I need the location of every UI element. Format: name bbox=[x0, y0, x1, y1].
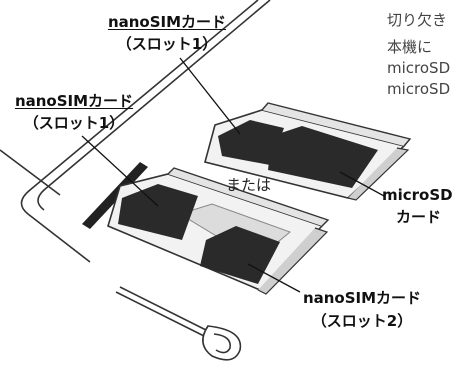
side-text-line4: microSD bbox=[387, 80, 451, 98]
sim2-label-line1: nanoSIMカード bbox=[302, 289, 422, 307]
upper-nanosim-card bbox=[218, 120, 284, 165]
top-sim-label-line2: （スロット1） bbox=[116, 35, 218, 53]
microsd-label-line1: microSD bbox=[382, 186, 453, 204]
microsd-card bbox=[268, 126, 378, 188]
side-text-line1: 切り欠き bbox=[387, 11, 448, 29]
sim-slot-opening bbox=[82, 162, 148, 229]
side-text: 切り欠き 本機に microSD microSD bbox=[387, 10, 450, 100]
or-text: または bbox=[226, 176, 272, 194]
nanosim-card-slot2 bbox=[200, 226, 280, 284]
left-sim-label-line1: nanoSIMカード bbox=[14, 92, 134, 110]
leader-lines bbox=[81, 57, 385, 293]
side-text-line2: 本機に bbox=[387, 38, 433, 56]
sim2-label-line2: （スロット2） bbox=[311, 312, 413, 330]
microsd-label-line2: カード bbox=[396, 208, 442, 226]
upper-tray bbox=[204, 102, 412, 201]
lower-tray bbox=[107, 167, 330, 295]
top-sim-label-line1: nanoSIMカード bbox=[107, 13, 227, 31]
sim-eject-pin bbox=[115, 286, 242, 361]
lower-nanosim-card-slot1 bbox=[118, 184, 198, 240]
left-sim-label-line2: （スロット1） bbox=[23, 114, 125, 132]
side-text-line3: microSD bbox=[387, 59, 451, 77]
phone-body bbox=[0, 0, 271, 263]
